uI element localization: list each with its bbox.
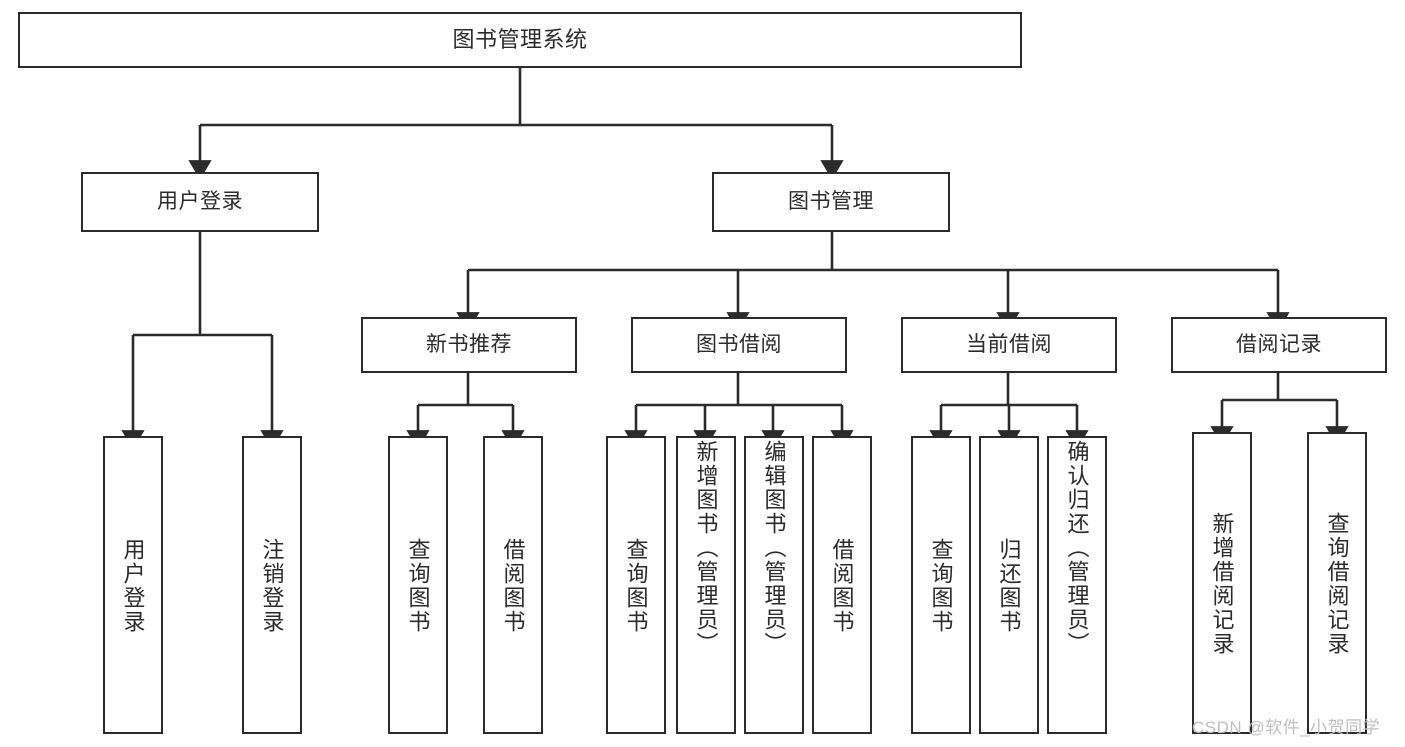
node-new-book-recommend[interactable]: 新书推荐 — [361, 317, 577, 373]
node-leaf-query-record[interactable]: 查询借阅记录 — [1307, 432, 1367, 734]
node-leaf-return-book-label: 归还图书 — [996, 538, 1022, 634]
node-book-borrow[interactable]: 图书借阅 — [631, 317, 847, 373]
node-leaf-add-book[interactable]: 新增图书（管理员） — [676, 436, 736, 734]
node-user-login[interactable]: 用户登录 — [81, 172, 319, 232]
node-leaf-logout-label: 注销登录 — [259, 538, 285, 634]
node-leaf-borrow-book-b-label: 借阅图书 — [829, 538, 855, 634]
node-book-manage[interactable]: 图书管理 — [712, 172, 950, 232]
node-leaf-confirm-return-label: 确认归还（管理员） — [1064, 440, 1090, 656]
node-root[interactable]: 图书管理系统 — [18, 12, 1022, 68]
node-leaf-edit-book[interactable]: 编辑图书（管理员） — [744, 436, 804, 734]
node-leaf-add-record[interactable]: 新增借阅记录 — [1192, 432, 1252, 734]
node-leaf-borrow-book-a[interactable]: 借阅图书 — [483, 436, 543, 734]
node-leaf-user-login[interactable]: 用户登录 — [103, 436, 163, 734]
node-leaf-query-book-a[interactable]: 查询图书 — [388, 436, 448, 734]
node-leaf-edit-book-label: 编辑图书（管理员） — [761, 440, 787, 656]
node-user-login-label: 用户登录 — [157, 189, 243, 213]
node-root-label: 图书管理系统 — [452, 27, 588, 53]
node-leaf-query-book-a-label: 查询图书 — [405, 538, 431, 634]
node-book-borrow-label: 图书借阅 — [696, 332, 782, 356]
node-current-borrow[interactable]: 当前借阅 — [901, 317, 1117, 373]
node-borrow-record[interactable]: 借阅记录 — [1171, 317, 1387, 373]
node-leaf-query-book-b[interactable]: 查询图书 — [606, 436, 666, 734]
node-leaf-confirm-return[interactable]: 确认归还（管理员） — [1047, 436, 1107, 734]
node-leaf-borrow-book-a-label: 借阅图书 — [500, 538, 526, 634]
node-leaf-query-book-b-label: 查询图书 — [623, 538, 649, 634]
node-leaf-add-record-label: 新增借阅记录 — [1209, 512, 1235, 656]
node-leaf-query-book-c[interactable]: 查询图书 — [911, 436, 971, 734]
node-new-book-recommend-label: 新书推荐 — [426, 332, 512, 356]
node-leaf-return-book[interactable]: 归还图书 — [979, 436, 1039, 734]
node-borrow-record-label: 借阅记录 — [1236, 332, 1322, 356]
node-book-manage-label: 图书管理 — [788, 189, 874, 213]
node-leaf-query-record-label: 查询借阅记录 — [1324, 512, 1350, 656]
node-leaf-query-book-c-label: 查询图书 — [928, 538, 954, 634]
node-current-borrow-label: 当前借阅 — [966, 332, 1052, 356]
node-leaf-borrow-book-b[interactable]: 借阅图书 — [812, 436, 872, 734]
node-leaf-logout[interactable]: 注销登录 — [242, 436, 302, 734]
node-leaf-add-book-label: 新增图书（管理员） — [693, 440, 719, 656]
node-leaf-user-login-label: 用户登录 — [120, 538, 146, 634]
